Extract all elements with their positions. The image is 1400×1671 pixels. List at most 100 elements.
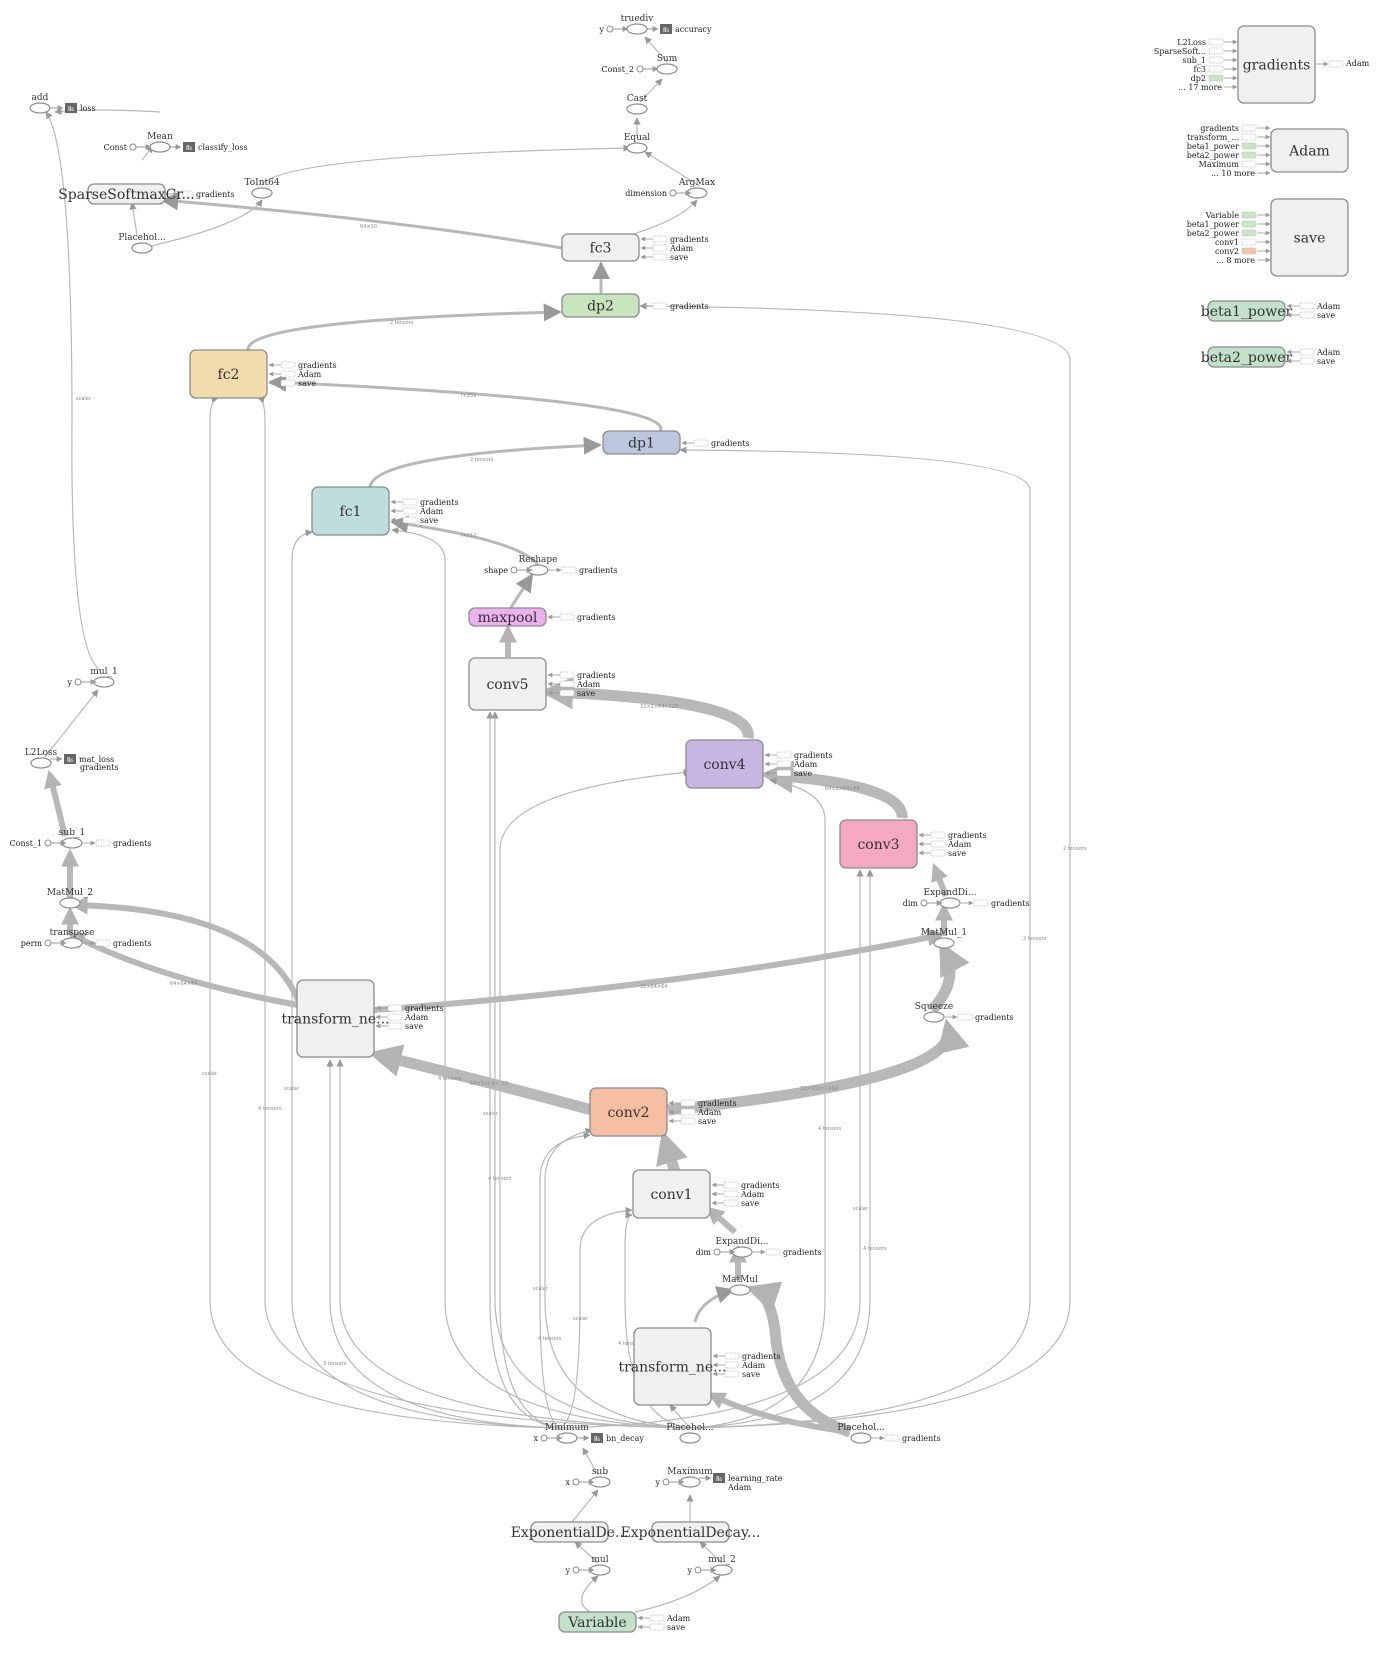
panel-beta2-power-output-0[interactable]: Adam [1286, 348, 1341, 357]
const-x-minimum[interactable]: x [533, 1434, 563, 1443]
node-fc1-aux-gradients[interactable]: gradients [390, 498, 459, 507]
panel-beta1-power-output-0[interactable]: Adam [1286, 302, 1341, 311]
node-variable-box[interactable] [558, 1611, 637, 1633]
panel-gradients-input-4[interactable]: dp2 [1191, 74, 1238, 83]
const-y-mul[interactable]: y [564, 1566, 595, 1575]
node-transform-bottom-aux-adam[interactable]: Adam [712, 1361, 766, 1370]
op-placeholder-right[interactable]: Placehol... [837, 1423, 885, 1444]
node-conv1-box[interactable] [632, 1169, 711, 1219]
const-y-truediv[interactable]: y [598, 25, 629, 34]
node-conv1-aux-adam[interactable]: Adam [711, 1190, 765, 1199]
panel-save-box[interactable] [1270, 198, 1349, 277]
const-const1[interactable]: Const_1 [10, 839, 67, 848]
node-maxpool-aux-gradients[interactable]: gradients [547, 613, 616, 622]
node-sparse-softmax[interactable]: SparseSoftmaxCr... [58, 183, 195, 205]
node-fc2-box[interactable] [189, 349, 268, 399]
node-transform-top-box[interactable] [296, 979, 375, 1058]
aux-squeeze-gradients[interactable]: gradients [945, 1013, 1014, 1022]
panel-adam-input-0[interactable]: gradients [1200, 124, 1271, 133]
op-mean[interactable]: Mean [147, 132, 173, 153]
const-dimension-dot[interactable] [669, 189, 677, 197]
op-placeholder-top[interactable]: Placehol... [118, 233, 166, 254]
node-conv4-aux-gradients[interactable]: gradients [764, 751, 833, 760]
const-y-truediv-dot[interactable] [606, 25, 614, 33]
panel-gradients-box[interactable] [1237, 25, 1316, 104]
node-conv5-aux-save[interactable]: save [547, 689, 595, 698]
const-y-maximum[interactable]: y [654, 1478, 685, 1487]
panel-gradients-input-2[interactable]: sub_1 [1183, 56, 1238, 65]
node-variable-aux-save[interactable]: save [637, 1623, 685, 1632]
op-mul2[interactable]: mul_2 [708, 1555, 736, 1576]
node-transform-top-aux-gradients[interactable]: gradients [375, 1004, 444, 1013]
panel-beta2-power-output-1[interactable]: save [1286, 357, 1335, 366]
op-matmul-shape[interactable] [729, 1284, 751, 1296]
node-conv2-aux-save[interactable]: save [668, 1117, 716, 1126]
const-x-sub-dot[interactable] [572, 1478, 580, 1486]
node-fc3-box[interactable] [561, 233, 640, 262]
node-sparse-softmax-box[interactable] [87, 183, 166, 205]
panel-gradients-input-3[interactable]: fc3 [1193, 65, 1238, 74]
panel-beta2-power-box[interactable] [1207, 346, 1286, 368]
op-minimum[interactable]: Minimum [545, 1423, 589, 1444]
node-dp1-box[interactable] [602, 430, 681, 455]
node-fc2-aux-gradients[interactable]: gradients [268, 361, 337, 370]
op-argmax[interactable]: ArgMax [678, 178, 715, 199]
op-placeholder-mid-shape[interactable] [679, 1432, 701, 1444]
panel-beta1-power-box[interactable] [1207, 300, 1286, 322]
op-l2loss[interactable]: L2Loss [25, 748, 58, 769]
const-const-dot[interactable] [129, 143, 137, 151]
node-conv2-box[interactable] [589, 1087, 668, 1137]
node-expdecay-right-box[interactable] [651, 1521, 730, 1543]
node-conv2-aux-gradients[interactable]: gradients [668, 1099, 737, 1108]
node-transform-bottom-box[interactable] [633, 1327, 712, 1406]
panel-save-input-5[interactable]: ... 8 more [1216, 256, 1271, 265]
aux-sparse-gradients[interactable]: gradients [166, 190, 235, 199]
node-fc2-aux-adam[interactable]: Adam [268, 370, 322, 379]
aux-expanddims-top-gradients[interactable]: gradients [961, 899, 1030, 908]
panel-gradients-input-5[interactable]: ... 17 more [1178, 83, 1238, 92]
node-conv4-box[interactable] [685, 739, 764, 789]
const-y-mul1[interactable]: y [66, 678, 97, 687]
node-fc2-aux-save[interactable]: save [268, 379, 316, 388]
node-transform-top-aux-adam[interactable]: Adam [375, 1013, 429, 1022]
const-dim-top-dot[interactable] [920, 899, 928, 907]
op-sub1[interactable]: sub_1 [59, 828, 85, 849]
const-const1-dot[interactable] [44, 839, 52, 847]
op-truediv-shape[interactable] [626, 23, 648, 35]
const-y-mul-dot[interactable] [572, 1566, 580, 1574]
panel-gradients-output[interactable]: Adam [1316, 59, 1370, 68]
panel-save[interactable]: saveVariablebeta1_powerbeta2_powerconv1c… [1187, 198, 1349, 277]
panel-save-input-4[interactable]: conv2 [1215, 247, 1271, 256]
op-matmul1[interactable]: MatMul_1 [921, 928, 967, 949]
node-conv5-aux-gradients[interactable]: gradients [547, 671, 616, 680]
op-l2loss-shape[interactable] [30, 757, 52, 769]
const-const2-dot[interactable] [636, 65, 644, 73]
node-conv3-aux-save[interactable]: save [918, 849, 966, 858]
node-conv4-aux-adam[interactable]: Adam [764, 760, 818, 769]
panel-adam-input-3[interactable]: beta2_power [1187, 151, 1271, 160]
node-fc3-aux-adam[interactable]: Adam [640, 244, 694, 253]
const-shape[interactable]: shape [484, 566, 533, 575]
const-const[interactable]: Const [104, 143, 152, 152]
op-sum[interactable]: Sum [656, 54, 678, 75]
node-conv3-aux-gradients[interactable]: gradients [918, 831, 987, 840]
panel-save-input-3[interactable]: conv1 [1215, 238, 1271, 247]
node-expdecay-left-box[interactable] [530, 1521, 609, 1543]
node-transform-top-aux-save[interactable]: save [375, 1022, 423, 1031]
op-expanddims-bottom[interactable]: ExpandDi... [715, 1237, 769, 1258]
node-expdecay-left[interactable]: ExponentialDe... [511, 1521, 629, 1543]
const-dim-bottom[interactable]: dim [696, 1248, 736, 1257]
node-maxpool-box[interactable] [468, 607, 547, 627]
op-toint64-shape[interactable] [251, 187, 273, 199]
